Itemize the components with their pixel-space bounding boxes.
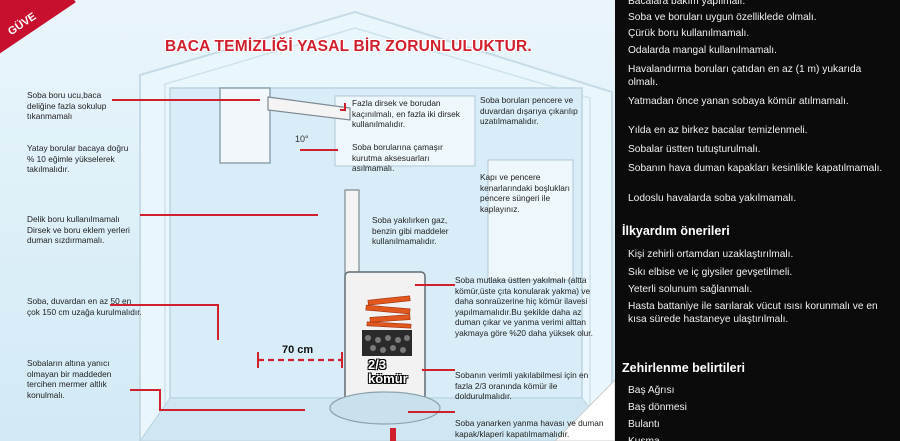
label-horizontal-pipe: Yatay borular bacaya doğru % 10 eğimle y…: [27, 143, 129, 174]
label-elbows: Fazla dirsek ve borudan kaçınılmalı, en …: [352, 98, 460, 129]
label-broken-pipe: Delik boru kullanılmamalı Dirsek ve boru…: [27, 214, 130, 245]
label-gaps: Kapı ve pencere kenarlarındaki boşluklar…: [480, 172, 570, 214]
precaution-item: Havalandırma boruları çatıdan en az (1 m…: [628, 64, 862, 88]
label-window-pipe: Soba boruları pencere ve duvardan dışarı…: [480, 95, 578, 126]
precaution-item: Yatmadan önce yanan sobaya kömür atılmam…: [628, 96, 849, 107]
distance-label: 70 cm: [282, 344, 314, 356]
first-aid-item: Yeterli solunum sağlanmalı.: [628, 284, 753, 295]
page-curl: [554, 379, 615, 441]
precaution-item: Odalarda mangal kullanılmamalı.: [628, 45, 777, 56]
window-top: [334, 95, 476, 167]
precaution-item: Sobalar üstten tutuşturulmalı.: [628, 144, 761, 155]
precaution-item: Bacalara bakım yapılmalı.: [628, 0, 746, 7]
coal-dots: [365, 335, 410, 353]
callout-lines: [110, 99, 455, 413]
precaution-item: Sobanın hava duman kapakları kesinlikle …: [628, 163, 883, 174]
symptom-item: Kusma: [628, 435, 888, 441]
label-base: Sobaların altına yanıcı olmayan bir madd…: [27, 358, 112, 400]
precaution-item: Lodoslu havalarda soba yakılmamalı.: [628, 193, 797, 204]
bottom-marker: [390, 428, 396, 441]
precaution-item: Çürük boru kullanılmamalı.: [628, 28, 750, 39]
window-right: [487, 159, 574, 281]
label-efficiency: Sobanın verimli yakılabilmesi için en fa…: [455, 370, 589, 401]
vertical-pipe: [344, 189, 360, 276]
diagram-area: GÜVE BACA TEMİZLİĞİ YASAL BİR ZORUNLULUK…: [0, 0, 615, 441]
angle-label: 10°: [295, 134, 309, 144]
label-laundry: Soba borularına çamaşır kurutma aksesuar…: [352, 142, 443, 173]
symptom-item: Baş dönmesi: [628, 402, 687, 413]
first-aid-item: Kişi zehirli ortamdan uzaklaştırılmalı.: [628, 249, 794, 260]
label-damper: Soba yanarken yanma havası ve duman kapa…: [455, 418, 604, 439]
first-aid-item: Sıkı elbise ve iç giysiler gevşetilmeli.: [628, 267, 793, 278]
coal-label: 2/3 kömür: [368, 357, 408, 386]
horizontal-pipe: [267, 96, 351, 121]
page-title: BACA TEMİZLİĞİ YASAL BİR ZORUNLULUKTUR.: [165, 38, 532, 55]
label-pipe-end: Soba boru ucu,baca deliğine fazla sokulu…: [27, 90, 107, 121]
precaution-item: Yılda en az birkez bacalar temizlenmeli.: [628, 125, 808, 136]
first-aid-heading: İlkyardım önerileri: [622, 224, 730, 238]
house-scene: [110, 10, 615, 441]
label-wall-distance: Soba, duvardan en az 50 en çok 150 cm uz…: [27, 296, 142, 317]
label-top-lighting: Soba mutlaka üstten yakılmalı (altta köm…: [455, 275, 593, 338]
house-inner-outline: [164, 27, 591, 441]
symptom-item: Bulantı: [628, 419, 660, 430]
symptoms-heading: Zehirlenme belirtileri: [622, 361, 745, 375]
stove-base: [329, 391, 441, 425]
kindling: [365, 295, 412, 329]
symptom-item: Baş Ağrısı: [628, 385, 675, 396]
label-gas: Soba yakılırken gaz, benzin gibi maddele…: [372, 215, 449, 246]
first-aid-item: Hasta battaniye ile sarılarak vücut ısıs…: [628, 301, 878, 325]
info-panel: Bacalara bakım yapılmalı. Soba ve borular…: [615, 0, 900, 441]
precaution-item: Soba ve boruları uygun özellikledе olmal…: [628, 12, 817, 23]
